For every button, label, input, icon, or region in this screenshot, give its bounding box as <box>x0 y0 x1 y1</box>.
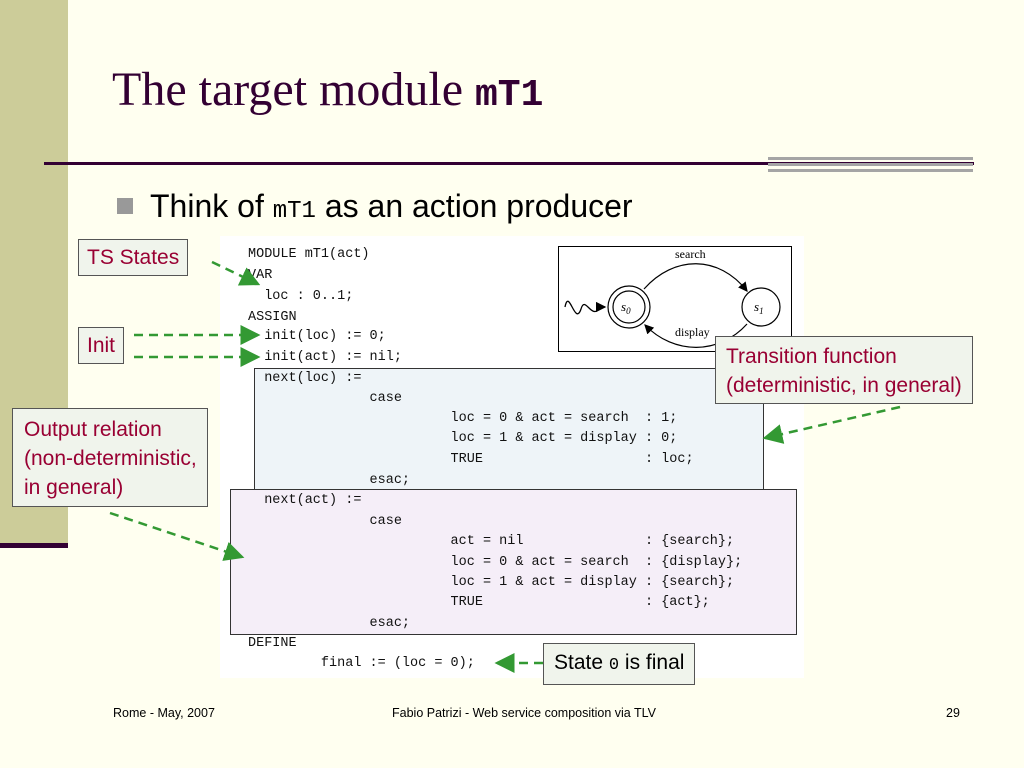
edge-search <box>643 263 748 292</box>
title-rule-accent <box>768 157 973 179</box>
state-s1-label: s1 <box>754 299 764 316</box>
code-line: next(loc) := <box>248 371 362 386</box>
callout-final-pre: State <box>554 651 609 674</box>
edge-display-label: display <box>675 325 710 339</box>
callout-ts-states: TS States <box>78 239 189 276</box>
code-line: esac; <box>248 616 411 631</box>
page-number: 29 <box>946 706 960 720</box>
next-loc-highlight <box>254 368 764 492</box>
arrow-output <box>109 511 245 561</box>
code-line: next(act) := <box>248 493 362 508</box>
code-line: ASSIGN <box>248 310 297 325</box>
code-line: loc = 0 & act = search : 1; <box>248 411 678 426</box>
edge-search-label: search <box>675 247 706 261</box>
code-line: loc = 1 & act = display : {search}; <box>248 575 735 590</box>
callout-output-line: in general) <box>24 476 124 499</box>
code-line: final := (loc = 0); <box>248 656 475 671</box>
footer-center: Fabio Patrizi - Web service composition … <box>392 706 656 720</box>
arrow-transition <box>762 405 901 444</box>
edge-display <box>644 323 748 348</box>
code-line: esac; <box>248 473 411 488</box>
code-line: loc = 1 & act = display : 0; <box>248 431 678 446</box>
bullet-code: mT1 <box>272 198 316 225</box>
code-line: init(act) := nil; <box>248 350 402 365</box>
callout-ts-states-text: TS States <box>87 246 180 269</box>
title-text: The target module <box>112 63 475 116</box>
callout-output-line: (non-deterministic, <box>24 447 197 470</box>
code-line: case <box>248 391 402 406</box>
left-decor-bar <box>0 543 68 548</box>
callout-final-code: 0 <box>608 656 620 675</box>
callout-init-text: Init <box>87 334 116 357</box>
code-line: MODULE mT1(act) <box>248 247 370 262</box>
footer-left: Rome - May, 2007 <box>113 706 215 720</box>
ts-diagram: s0 s1 search display <box>558 246 792 352</box>
callout-transition: Transition function (deterministic, in g… <box>715 336 973 404</box>
state-s1 <box>741 287 781 327</box>
state-s0-label: s0 <box>621 299 631 316</box>
arrow-ts-states <box>211 260 261 286</box>
bullet-post: as an action producer <box>315 188 633 224</box>
state-subscript: 0 <box>626 306 631 316</box>
callout-output: Output relation (non-deterministic, in g… <box>12 408 208 507</box>
code-line: TRUE : {act}; <box>248 595 710 610</box>
state-s0-inner <box>612 290 646 324</box>
title-code: mT1 <box>475 74 544 117</box>
state-s0-outer <box>607 285 651 329</box>
callout-state-final: State 0 is final <box>543 643 696 685</box>
initial-arrow <box>564 300 607 315</box>
callout-init: Init <box>78 327 125 364</box>
next-act-highlight <box>230 489 797 635</box>
callout-transition-line: Transition function <box>726 345 897 368</box>
title-rule <box>44 162 974 165</box>
callout-output-line: Output relation <box>24 418 162 441</box>
callout-final-post: is final <box>619 651 685 674</box>
code-line: init(loc) := 0; <box>248 329 386 344</box>
bullet-pre: Think of <box>150 188 273 224</box>
code-line: DEFINE <box>248 636 297 651</box>
code-line: loc : 0..1; <box>248 289 354 304</box>
bullet-text: Think of mT1 as an action producer <box>150 188 633 225</box>
code-line: loc = 0 & act = search : {display}; <box>248 555 743 570</box>
code-line: case <box>248 514 402 529</box>
slide-title: The target module mT1 <box>112 62 543 117</box>
ts-diagram-svg: s0 s1 search display <box>564 247 781 348</box>
code-line: TRUE : loc; <box>248 452 694 467</box>
bullet-marker-icon <box>117 198 133 214</box>
code-line: act = nil : {search}; <box>248 534 735 549</box>
state-subscript: 1 <box>759 306 764 316</box>
callout-transition-line: (deterministic, in general) <box>726 374 962 397</box>
